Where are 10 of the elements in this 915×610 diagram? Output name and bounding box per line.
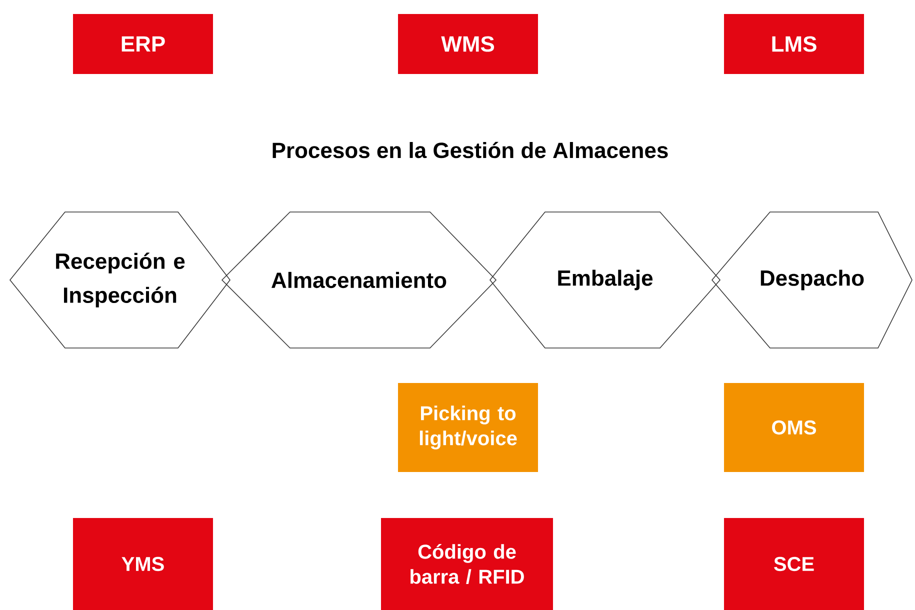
system-box: SCE: [724, 518, 864, 610]
system-box: YMS: [73, 518, 213, 610]
system-box: Código de barra / RFID: [381, 518, 553, 610]
process-hexagon: Embalaje: [490, 212, 721, 348]
system-box: LMS: [724, 14, 864, 74]
system-box: WMS: [398, 14, 538, 74]
system-box: OMS: [724, 383, 864, 472]
system-box: ERP: [73, 14, 213, 74]
system-box: Picking to light/voice: [398, 383, 538, 472]
title: Procesos en la Gestión de Almacenes: [272, 142, 668, 158]
